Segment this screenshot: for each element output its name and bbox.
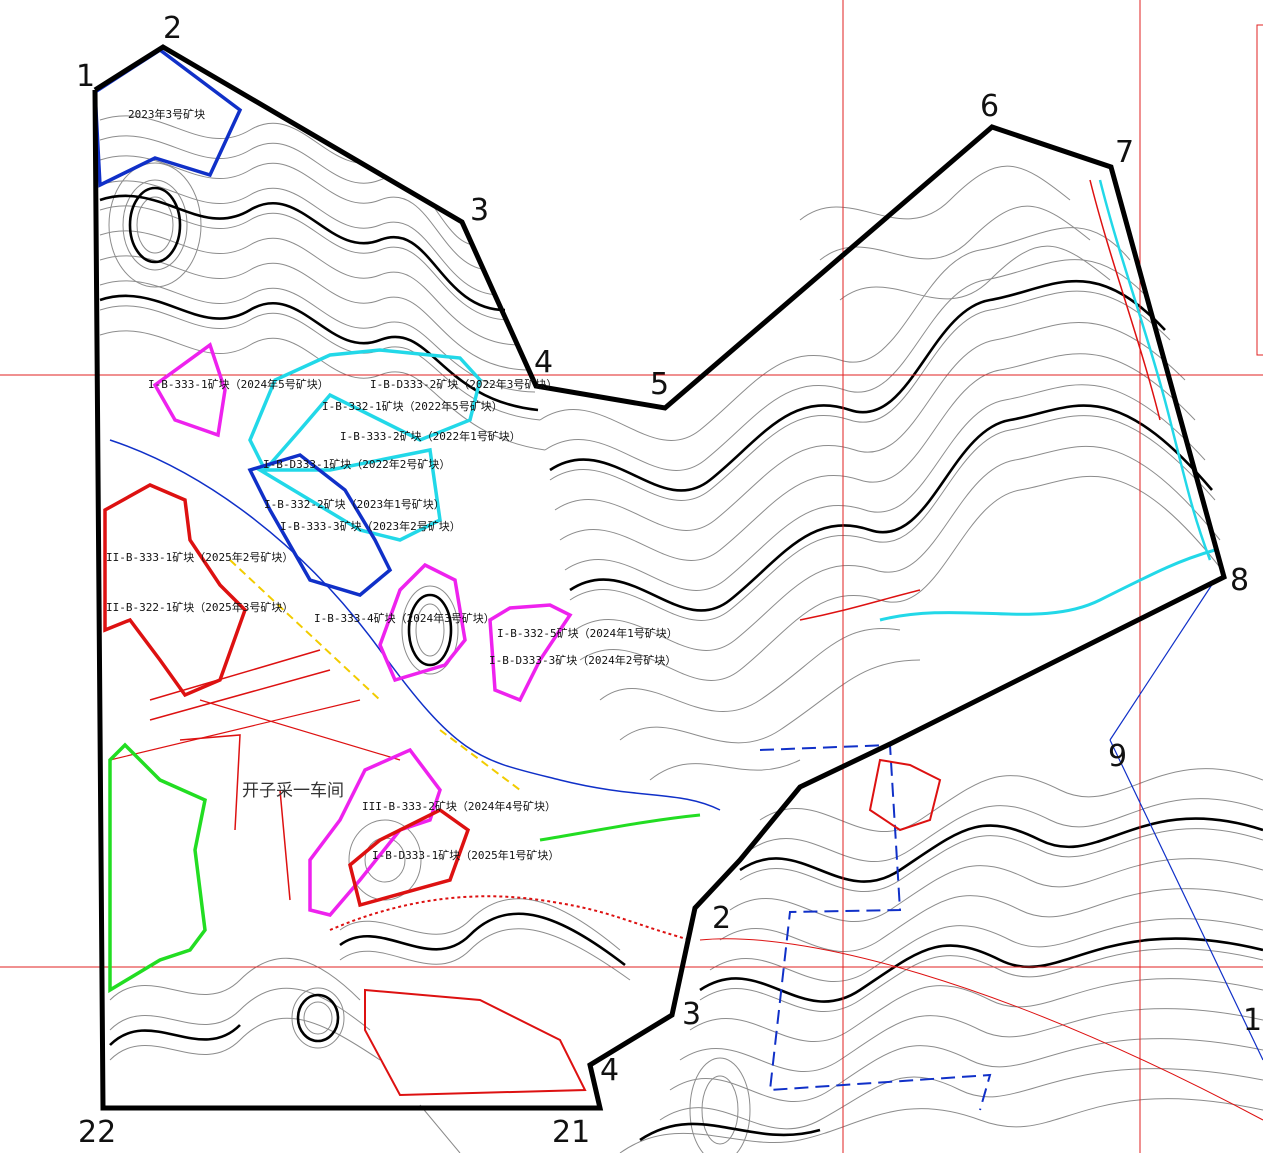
vertex-label: 5 (650, 367, 669, 402)
block-label: III-B-333-2矿块（2024年4号矿块） (362, 799, 556, 813)
vertex-label: 3 (682, 997, 701, 1032)
vertex-label: 8 (1230, 563, 1249, 598)
contour-group-northwest (99, 115, 546, 451)
block-labels: 2023年3号矿块 I-B-333-1矿块（2024年5号矿块） I-B-D33… (106, 107, 678, 862)
vertex-label: 21 (552, 1115, 590, 1150)
block-label: I-B-333-1矿块（2024年5号矿块） (148, 377, 329, 391)
block-label: II-B-333-1矿块（2025年2号矿块） (106, 550, 293, 564)
vertex-label: 7 (1115, 135, 1134, 170)
block-label: I-B-D333-3矿块（2024年2号矿块） (489, 653, 676, 667)
block-outline (868, 758, 942, 832)
block-label: I-B-D333-1矿块（2025年1号矿块） (372, 848, 559, 862)
vertex-label: 22 (78, 1115, 116, 1150)
vertex-label: 2 (163, 11, 182, 46)
block-label: I-B-333-4矿块（2024年3号矿块） (314, 611, 495, 625)
survey-lines (109, 179, 1263, 1153)
block-label: I-B-333-3矿块（2023年2号矿块） (280, 519, 461, 533)
vertex-label: 1 (76, 59, 95, 94)
block-label: I-B-333-2矿块（2022年1号矿块） (340, 429, 521, 443)
block-label: 2023年3号矿块 (128, 107, 205, 121)
mining-area-boundary (92, 44, 1227, 1111)
block-label: I-B-332-1矿块（2022年5号矿块） (322, 399, 503, 413)
contour-group-east (539, 165, 1223, 781)
index-contours (99, 186, 1263, 1142)
vertex-label: 3 (470, 193, 489, 228)
block-outline (108, 742, 207, 994)
block-label: I-B-D333-1矿块（2022年2号矿块） (263, 457, 450, 471)
block-label: I-B-332-5矿块（2024年1号矿块） (497, 626, 678, 640)
contour-group-south (109, 585, 631, 1061)
contour-group-southeast (619, 768, 1263, 1153)
block-label: I-B-332-2矿块（2023年1号矿块） (264, 497, 445, 511)
vertex-labels: 1 2 3 4 5 6 7 8 9 22 21 2 3 4 1 (76, 11, 1262, 1150)
block-outline (488, 603, 573, 703)
block-outline (378, 562, 467, 683)
block-outline (253, 447, 442, 542)
vertex-label: 4 (600, 1053, 619, 1088)
vertex-label: 4 (534, 345, 553, 380)
terrain-contours (99, 115, 1263, 1153)
block-label: I-B-D333-2矿块（2022年3号矿块） (370, 377, 557, 391)
block-outline (247, 453, 393, 597)
vertex-label: 2 (712, 901, 731, 936)
vertex-label: 1 (1243, 1003, 1262, 1038)
block-outline (348, 807, 471, 908)
block-outline (103, 483, 248, 698)
vertex-label: 9 (1108, 739, 1127, 774)
workshop-label: 开子采一车间 (242, 781, 344, 801)
block-label: II-B-322-1矿块（2025年3号矿块） (106, 600, 293, 614)
block-outline (152, 342, 227, 438)
block-outline (248, 348, 482, 474)
block-outline (308, 747, 442, 917)
vertex-label: 6 (980, 89, 999, 124)
